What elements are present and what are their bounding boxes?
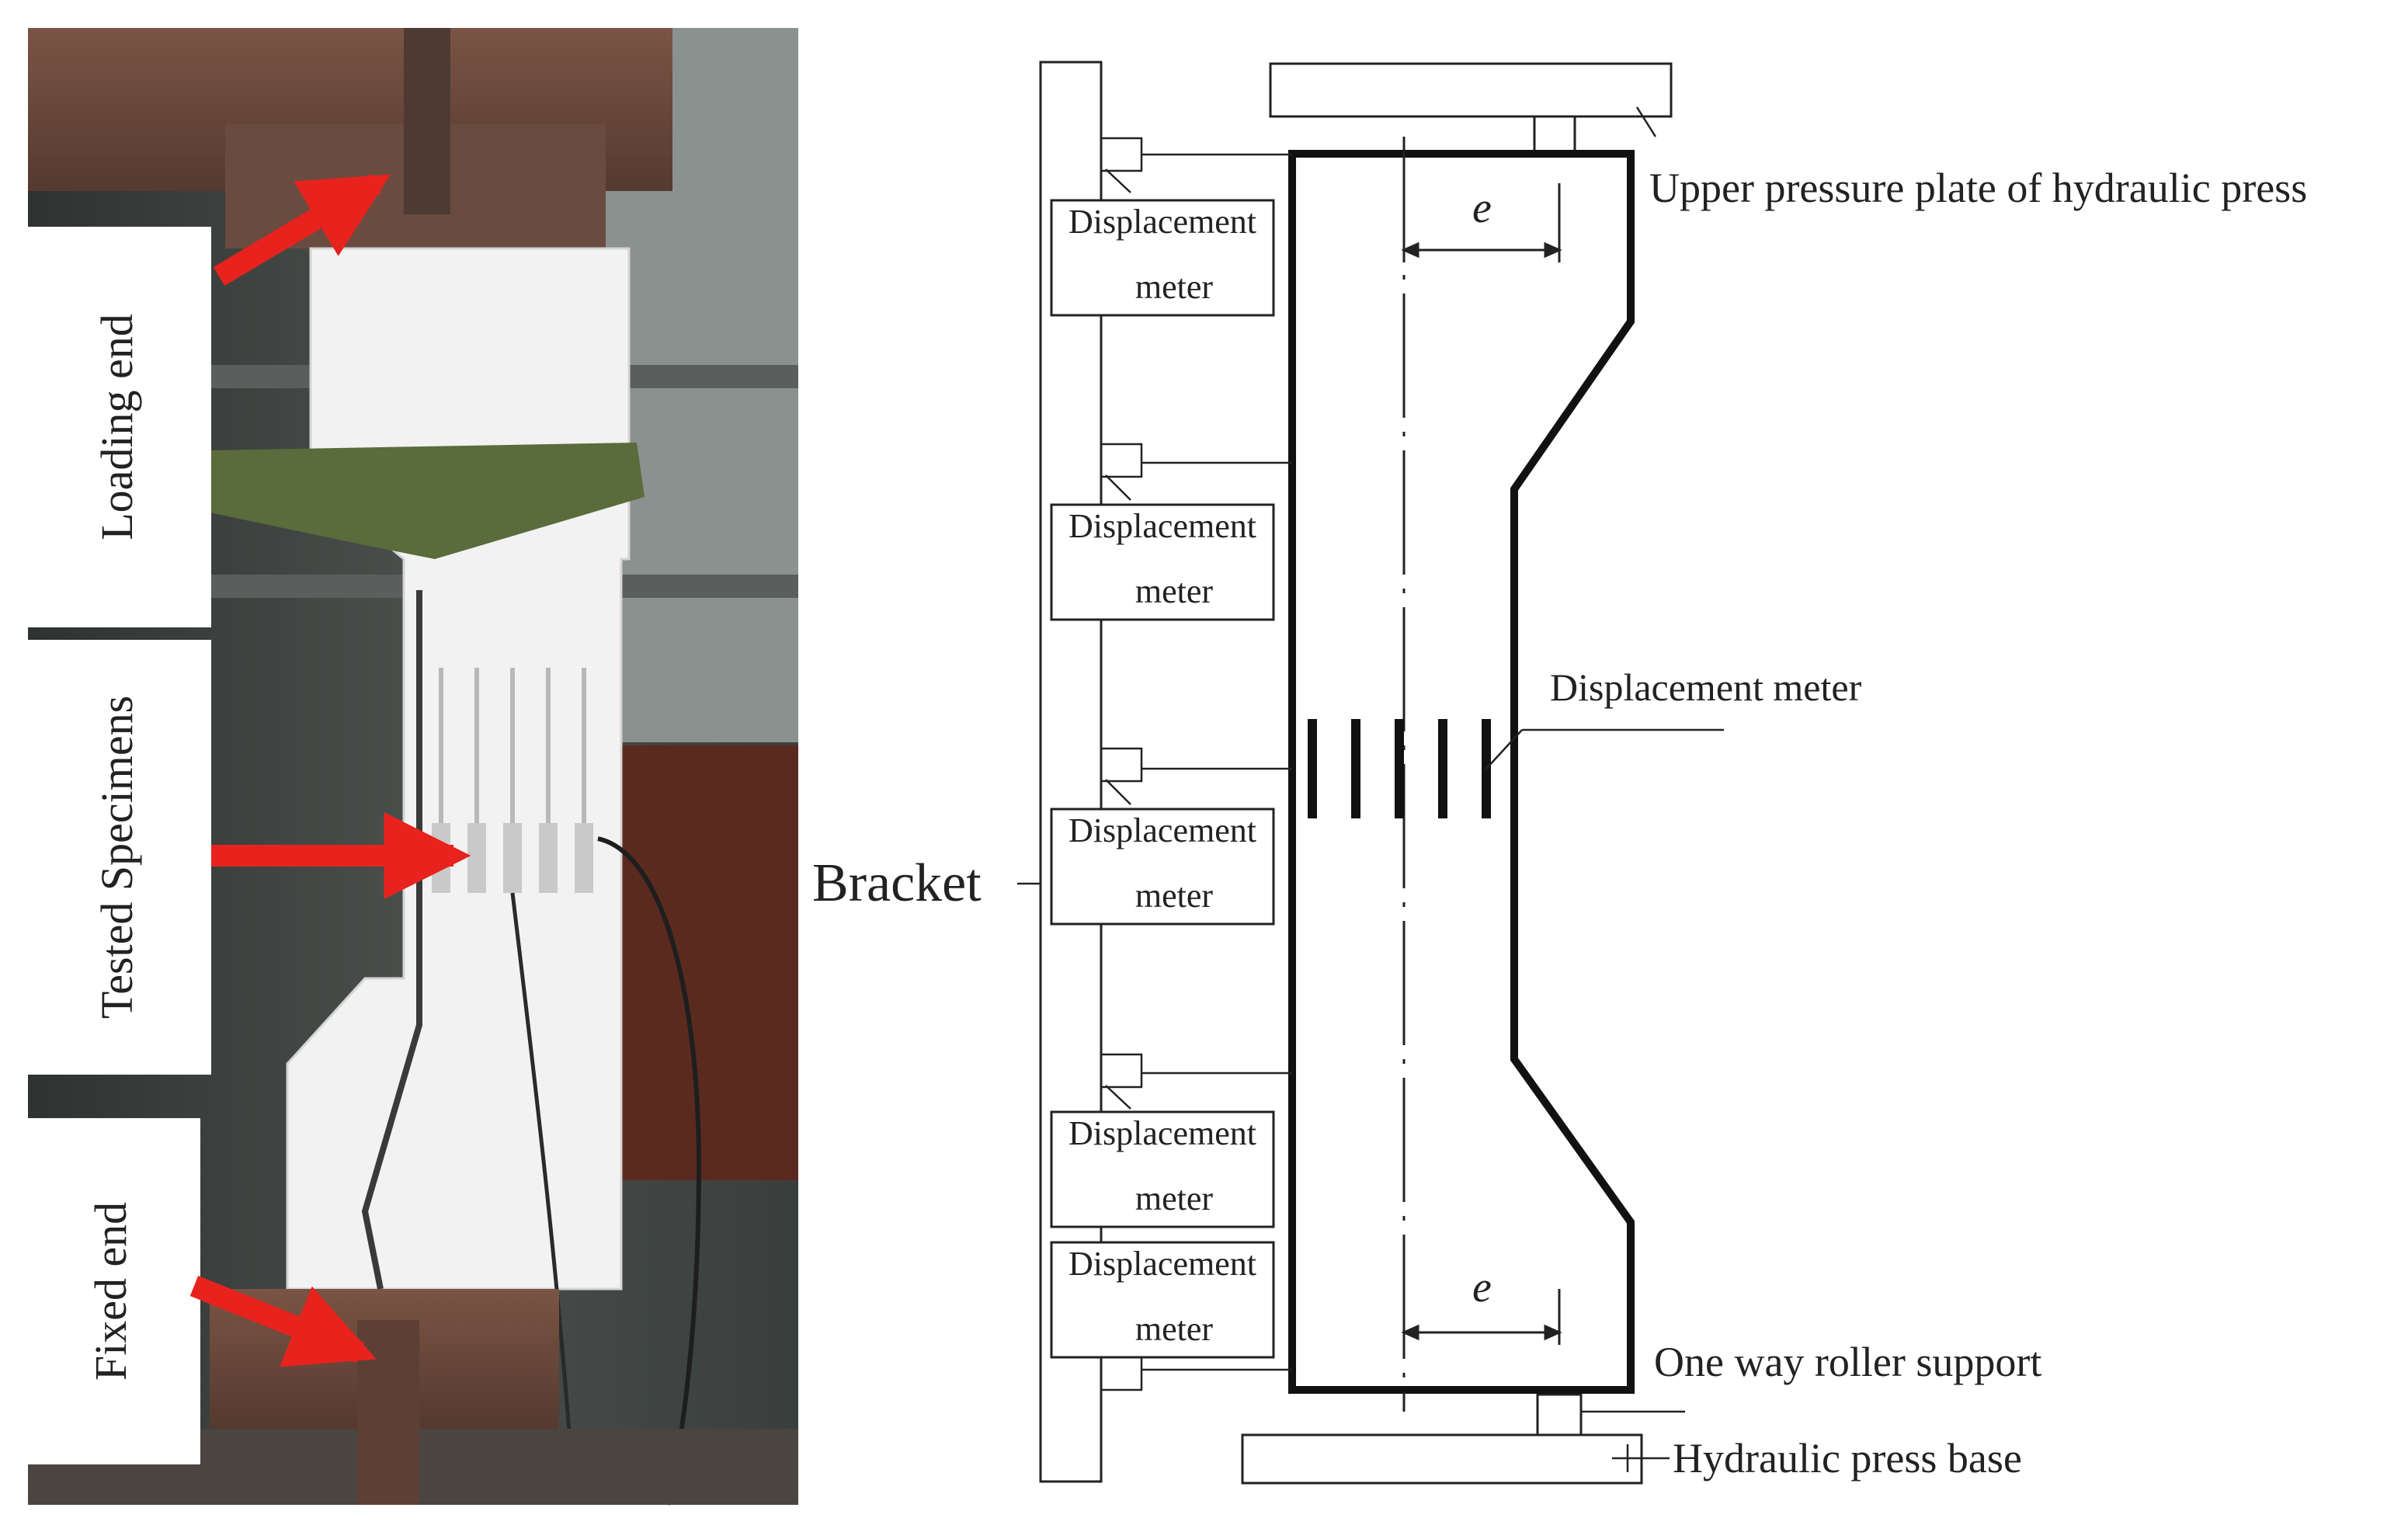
loading-end-label: Loading end bbox=[92, 314, 142, 540]
displacement-meter-box-3 bbox=[1050, 808, 1275, 926]
fixed-end-arrow bbox=[189, 1276, 377, 1367]
photo-cabinet bbox=[613, 745, 798, 1180]
meter-box-4-line1: Displacement bbox=[1068, 1114, 1256, 1152]
meter-box-5-line2: meter bbox=[1135, 1310, 1214, 1348]
displacement-meter-box-1 bbox=[1050, 199, 1275, 317]
meter-box-2-line2: meter bbox=[1135, 572, 1214, 610]
upper-plate-leader bbox=[1635, 106, 1657, 137]
tested-specimens-label: Tested Specimens bbox=[92, 696, 142, 1019]
fixed-end-label: Fixed end bbox=[85, 1202, 136, 1381]
meter-box-3-line1: Displacement bbox=[1068, 811, 1256, 849]
meter-box-5-line1: Displacement bbox=[1068, 1245, 1256, 1283]
meter-connectors bbox=[1100, 137, 1292, 1391]
photo-lvdt-rod bbox=[361, 590, 422, 1290]
setup-diagram-text: Displacement meter Displacement meter Di… bbox=[812, 165, 2307, 1482]
photo-loading-rod bbox=[404, 28, 450, 214]
upper-plate-pad bbox=[1533, 115, 1576, 154]
meter-box-1-line1: Displacement bbox=[1068, 203, 1256, 241]
roller-support bbox=[1536, 1393, 1583, 1436]
meter-box-4-line2: meter bbox=[1135, 1179, 1214, 1218]
displacement-meter-box-5 bbox=[1050, 1241, 1275, 1359]
photo-base-column bbox=[357, 1320, 419, 1505]
displacement-meter-box-2 bbox=[1050, 503, 1275, 621]
photo-cables bbox=[510, 892, 577, 1506]
midspan-gauge-leader bbox=[1485, 729, 1523, 769]
loading-end-arrow bbox=[213, 173, 391, 287]
eccentricity-top-label: e bbox=[1472, 184, 1492, 232]
displacement-meter-box-4 bbox=[1050, 1110, 1275, 1228]
meter-box-1-line2: meter bbox=[1135, 268, 1214, 306]
meter-box-2-line1: Displacement bbox=[1068, 507, 1256, 545]
eccentricity-dimension-bottom bbox=[1401, 1289, 1562, 1345]
tested-specimens-label-box bbox=[28, 640, 211, 1075]
setup-diagram bbox=[1017, 61, 1724, 1485]
photo-cables bbox=[597, 836, 702, 1506]
specimen-outline bbox=[1288, 150, 1635, 1394]
roller-support-label: One way roller support bbox=[1654, 1339, 2041, 1385]
midspan-displacement-gauges bbox=[1308, 719, 1491, 818]
meter-box-3-line2: meter bbox=[1135, 877, 1214, 915]
bracket-label: Bracket bbox=[812, 853, 982, 913]
test-photo: Loading end Tested Specimens Fixed end bbox=[28, 28, 798, 1506]
press-base-plate bbox=[1241, 1433, 1643, 1485]
displacement-meter-label: Displacement meter bbox=[1550, 665, 1862, 709]
loading-end-label-box bbox=[28, 227, 211, 627]
upper-pressure-plate bbox=[1269, 62, 1673, 118]
eccentricity-dimension-top bbox=[1401, 183, 1562, 262]
photo-lifting-strap bbox=[210, 443, 645, 559]
upper-plate-label: Upper pressure plate of hydraulic press bbox=[1649, 165, 2307, 211]
fixed-end-label-box bbox=[28, 1118, 200, 1464]
eccentricity-bottom-label: e bbox=[1472, 1263, 1492, 1311]
press-base-label: Hydraulic press base bbox=[1673, 1435, 2022, 1482]
